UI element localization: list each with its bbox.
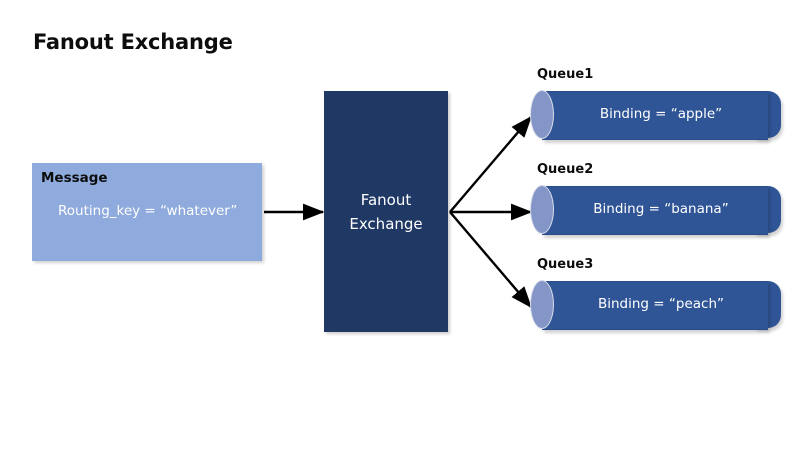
queue-1-label: Queue1 — [537, 67, 594, 82]
queue-1-binding-text: Binding = “apple” — [599, 106, 723, 122]
queue-3: Binding = “peach” — [530, 280, 781, 330]
queue-1: Binding = “apple” — [530, 90, 781, 140]
queue-2-left-cap — [530, 185, 554, 234]
exchange-label-line2: Exchange — [349, 215, 423, 233]
fanout-exchange-box — [324, 91, 448, 332]
arrow-exchange-to-queue3 — [449, 211, 532, 309]
queue-2-body — [542, 186, 768, 235]
page-title: Fanout Exchange — [33, 30, 233, 54]
queue-1-body — [542, 91, 768, 140]
fanout-exchange-label: Fanout Exchange — [324, 188, 448, 236]
queue-3-body — [542, 281, 768, 330]
queue-2: Binding = “banana” — [530, 185, 781, 235]
queue-2-binding-text: Binding = “banana” — [593, 201, 729, 217]
queue-2-label: Queue2 — [537, 162, 594, 177]
queue-3-label: Queue3 — [537, 257, 594, 272]
queue-3-binding-text: Binding = “peach” — [597, 296, 725, 312]
message-routing-key: Routing_key = “whatever” — [58, 203, 238, 219]
exchange-label-line1: Fanout — [360, 191, 412, 209]
queue-1-left-cap — [530, 90, 554, 139]
queue-3-left-cap — [530, 280, 554, 329]
arrow-exchange-to-queue1 — [449, 115, 532, 213]
message-heading: Message — [41, 170, 108, 186]
message-box — [32, 163, 262, 261]
